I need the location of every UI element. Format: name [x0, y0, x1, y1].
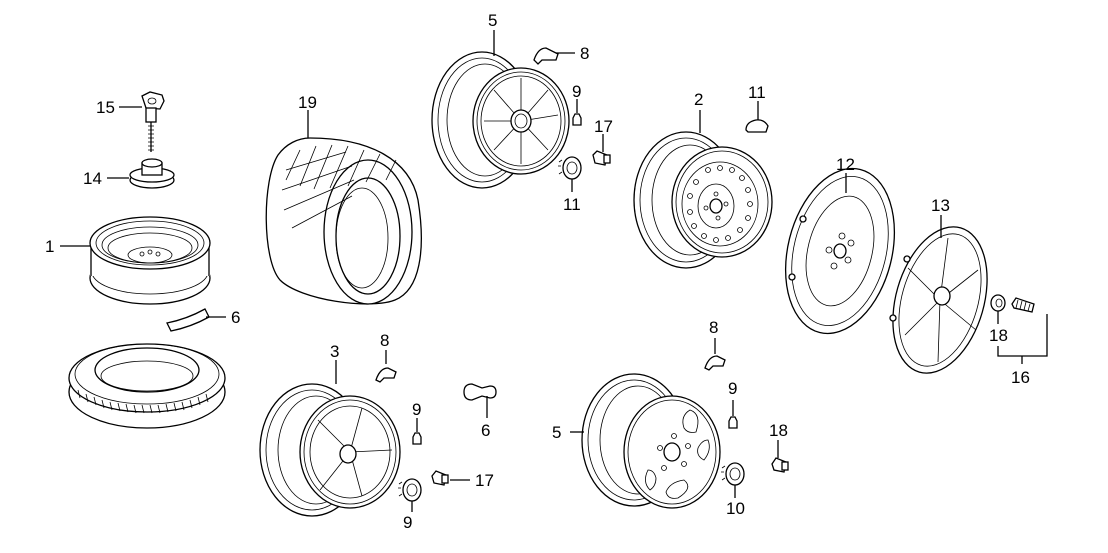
- weight-clip-top[interactable]: [572, 113, 582, 126]
- wheel-nut-mid[interactable]: [431, 470, 449, 486]
- alloy-wheel-5-hole[interactable]: [581, 373, 721, 509]
- callout-15: 15: [96, 98, 115, 117]
- callout-8-mid: 8: [380, 331, 389, 350]
- callout-5: 5: [552, 423, 561, 442]
- callout-13: 13: [931, 196, 950, 215]
- balance-weight-mid[interactable]: [375, 367, 397, 383]
- valve-stem-16[interactable]: [1011, 297, 1035, 313]
- callout-10: 11: [748, 83, 766, 102]
- callout-1: 1: [45, 237, 54, 256]
- callout-17-mid: 17: [475, 471, 494, 490]
- valve-stem[interactable]: [463, 383, 497, 401]
- callout-9-top: 9: [572, 82, 581, 101]
- spare-wheel[interactable]: [89, 216, 211, 305]
- callout-18: 18: [989, 326, 1008, 345]
- balance-weight-top[interactable]: [533, 47, 559, 65]
- spare-tire-bolt[interactable]: [141, 91, 165, 152]
- center-cap-mid[interactable]: [398, 478, 422, 502]
- callout-17-top: 17: [594, 117, 613, 136]
- wheel-nut-top[interactable]: [592, 150, 611, 166]
- center-cap-top[interactable]: [558, 156, 582, 180]
- callout-4: 5: [488, 11, 497, 30]
- callout-16: 16: [1011, 368, 1030, 387]
- callout-9-bottom: 9: [728, 379, 737, 398]
- callout-17-bottom: 18: [769, 421, 788, 440]
- callout-3: 3: [330, 342, 339, 361]
- wheel-nut-bottom[interactable]: [771, 457, 789, 473]
- callout-2: 2: [694, 90, 703, 109]
- callout-9-mid: 9: [412, 400, 421, 419]
- steel-wheel[interactable]: [633, 131, 773, 269]
- callout-7: 6: [231, 308, 240, 327]
- weight-clip-mid[interactable]: [412, 432, 422, 445]
- spare-tire[interactable]: [68, 343, 226, 429]
- balance-weight-steel[interactable]: [745, 119, 769, 133]
- callout-6: 6: [481, 421, 490, 440]
- alloy-wheel-multi-spoke[interactable]: [431, 51, 570, 189]
- spare-tire-hold-nut[interactable]: [129, 158, 175, 189]
- callout-19: 19: [298, 93, 317, 112]
- callout-11-top: 11: [563, 195, 581, 214]
- center-cap-bottom[interactable]: [721, 462, 745, 486]
- balance-weight-bottom[interactable]: [704, 355, 726, 371]
- wheel-cover-b[interactable]: [877, 216, 1003, 384]
- weight-strip[interactable]: [166, 308, 210, 332]
- valve-nut[interactable]: [990, 294, 1006, 312]
- callout-14: 14: [83, 169, 102, 188]
- alloy-wheel-5-spoke[interactable]: [259, 383, 401, 517]
- callout-8-bottom: 8: [709, 318, 718, 337]
- callout-11-mid: 9: [403, 513, 412, 532]
- callout-11-bottom: 10: [726, 499, 745, 518]
- tire[interactable]: [265, 137, 422, 305]
- weight-clip-bottom[interactable]: [728, 416, 738, 429]
- wheel-cover-a[interactable]: [769, 157, 911, 345]
- callout-12: 12: [836, 155, 855, 174]
- callout-8-top: 8: [580, 44, 589, 63]
